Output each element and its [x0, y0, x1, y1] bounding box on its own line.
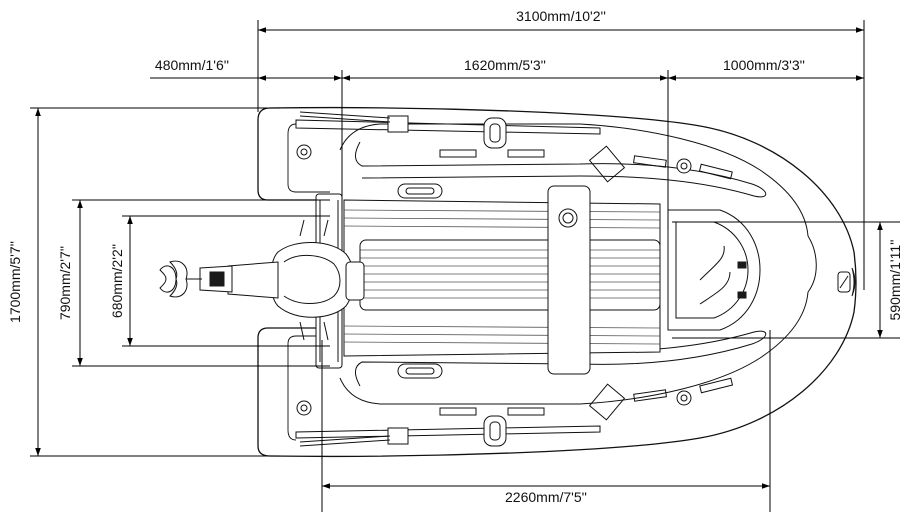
upper-tube-pad — [355, 141, 767, 198]
upper-tube-contour — [339, 123, 809, 237]
bow-locker — [667, 209, 761, 331]
transom-inner-width-label: 680mm/2'2'' — [109, 244, 125, 318]
outboard-motor — [159, 219, 365, 341]
transom-segment-label: 480mm/1'6'' — [155, 57, 229, 73]
transom-handles — [299, 111, 409, 447]
dimension-lines — [30, 20, 900, 512]
lower-tube-pad — [355, 330, 767, 387]
valves — [296, 144, 692, 416]
total-length-label: 3100mm/10'2'' — [516, 8, 606, 24]
lower-tube-markings — [439, 377, 734, 421]
lower-tube-contour — [339, 291, 809, 405]
bow-inner-width-label: 590mm/1'11'' — [887, 240, 903, 321]
bow-segment-label: 1000mm/3'3'' — [723, 57, 805, 73]
floor-segment-label: 1620mm/5'3'' — [464, 57, 546, 73]
carry-handles — [397, 183, 443, 379]
bow-inner-contour — [807, 235, 817, 293]
dimension-labels: 3100mm/10'2'' 480mm/1'6'' 1620mm/5'3'' 1… — [7, 8, 903, 505]
seat — [547, 185, 591, 375]
bow-eye — [837, 267, 856, 297]
transom-outer-width-label: 790mm/2'7'' — [57, 246, 73, 320]
upper-tube-markings — [439, 145, 733, 183]
inner-length-label: 2260mm/7'5'' — [505, 489, 587, 505]
floor — [343, 199, 661, 357]
oarlocks — [483, 117, 507, 447]
total-beam-label: 1700mm/5'7'' — [7, 241, 23, 323]
boat-drawing — [159, 106, 857, 458]
